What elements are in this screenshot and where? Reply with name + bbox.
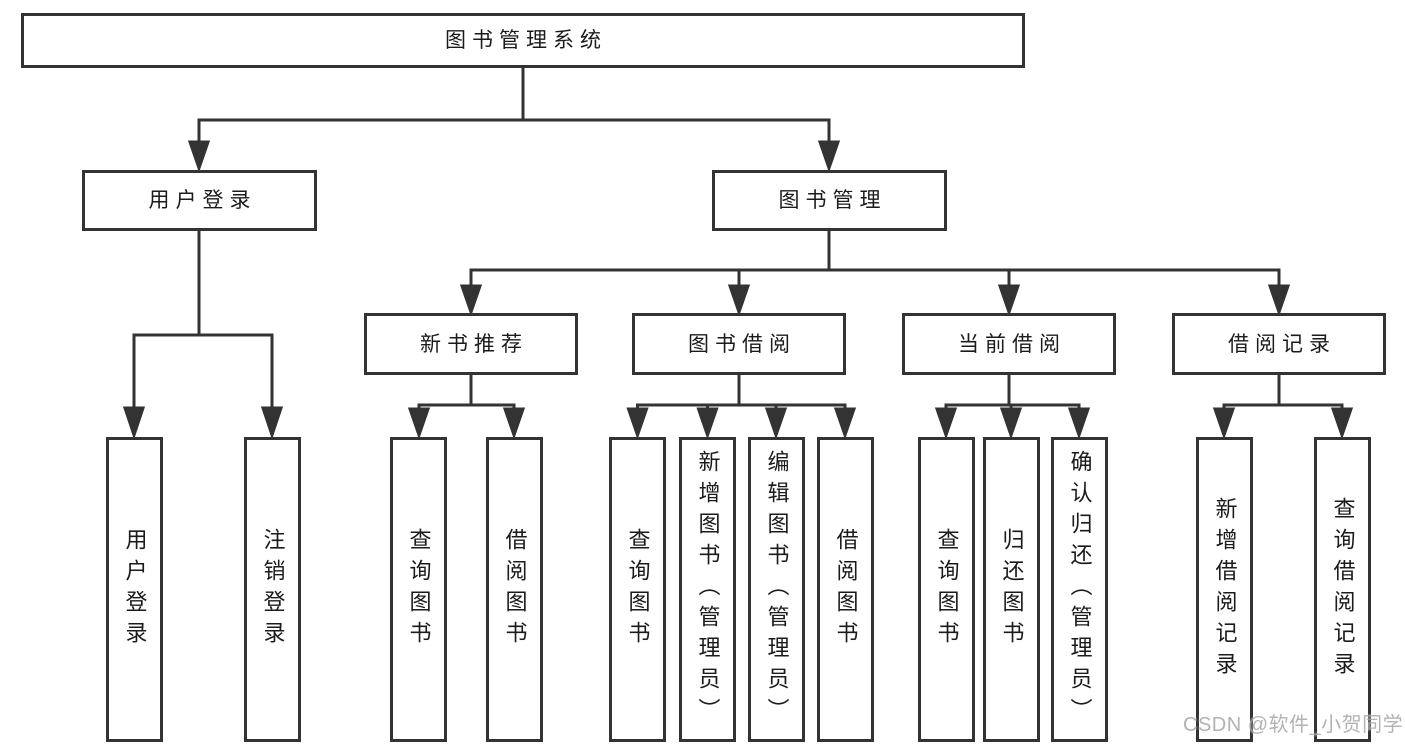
csdn-watermark: CSDN @软件_小贺同学 <box>1183 714 1404 736</box>
node-recommend-borrow-books: 借阅图书 <box>486 437 543 742</box>
node-borrow-books-label: 借阅图书 <box>833 527 859 652</box>
node-borrow-records-label: 借阅记录 <box>1228 332 1336 356</box>
arrow-down-icon <box>999 407 1023 440</box>
node-user-login-action: 用户登录 <box>106 437 163 742</box>
arrow-down-icon <box>934 407 958 440</box>
node-query-borrow-record-label: 查询借阅记录 <box>1330 496 1356 683</box>
node-logout-label: 注销登录 <box>260 527 286 652</box>
node-current-query-books-label: 查询图书 <box>934 527 960 652</box>
node-current-query-books: 查询图书 <box>918 437 975 742</box>
node-root-label: 图书管理系统 <box>445 29 607 52</box>
node-user-login-label: 用户登录 <box>148 189 257 212</box>
node-confirm-return-admin: 确认归还（管理员） <box>1051 437 1108 742</box>
arrow-down-icon <box>502 407 526 440</box>
node-current-borrow-label: 当前借阅 <box>958 332 1066 356</box>
node-query-borrow-record: 查询借阅记录 <box>1314 437 1371 742</box>
node-add-book-admin: 新增图书（管理员） <box>679 437 736 742</box>
arrow-down-icon <box>459 284 483 317</box>
node-current-borrow: 当前借阅 <box>902 313 1116 375</box>
arrow-down-icon <box>260 406 284 440</box>
node-borrow-query-books: 查询图书 <box>609 437 666 742</box>
node-edit-book-admin: 编辑图书（管理员） <box>748 437 805 742</box>
arrow-down-icon <box>187 140 211 173</box>
node-borrow-query-books-label: 查询图书 <box>625 527 651 652</box>
node-book-borrow-label: 图书借阅 <box>688 332 796 356</box>
node-book-management: 图书管理 <box>712 170 947 231</box>
node-recommend-borrow-books-label: 借阅图书 <box>502 527 528 652</box>
arrow-down-icon <box>764 407 788 440</box>
node-user-login: 用户登录 <box>82 170 317 231</box>
arrow-down-icon <box>696 407 719 440</box>
node-edit-book-admin-label: 编辑图书（管理员） <box>764 450 790 729</box>
arrow-down-icon <box>833 407 857 440</box>
node-new-book-recommend: 新书推荐 <box>364 313 578 375</box>
node-borrow-records: 借阅记录 <box>1172 313 1386 375</box>
node-recommend-query-books-label: 查询图书 <box>406 527 432 652</box>
arrow-down-icon <box>1330 407 1354 440</box>
arrow-down-icon <box>1212 407 1236 440</box>
arrow-down-icon <box>1067 407 1091 440</box>
arrow-down-icon <box>1267 284 1291 317</box>
arrow-down-icon <box>626 407 649 440</box>
arrow-down-icon <box>122 406 146 440</box>
node-add-book-admin-label: 新增图书（管理员） <box>695 450 721 729</box>
node-borrow-books: 借阅图书 <box>817 437 874 742</box>
node-confirm-return-admin-label: 确认归还（管理员） <box>1067 450 1093 729</box>
node-add-borrow-record: 新增借阅记录 <box>1196 437 1253 742</box>
arrow-down-icon <box>817 140 841 173</box>
node-root: 图书管理系统 <box>21 13 1025 68</box>
arrow-down-icon <box>727 284 751 317</box>
node-book-management-label: 图书管理 <box>778 189 887 212</box>
node-return-books-label: 归还图书 <box>999 527 1025 652</box>
node-book-borrow: 图书借阅 <box>632 313 846 375</box>
arrow-down-icon <box>407 407 431 440</box>
node-new-book-recommend-label: 新书推荐 <box>420 332 528 356</box>
node-logout: 注销登录 <box>244 437 301 742</box>
node-recommend-query-books: 查询图书 <box>390 437 447 742</box>
node-user-login-action-label: 用户登录 <box>122 527 148 652</box>
arrow-down-icon <box>997 284 1021 317</box>
node-return-books: 归还图书 <box>983 437 1040 742</box>
node-add-borrow-record-label: 新增借阅记录 <box>1212 496 1238 683</box>
